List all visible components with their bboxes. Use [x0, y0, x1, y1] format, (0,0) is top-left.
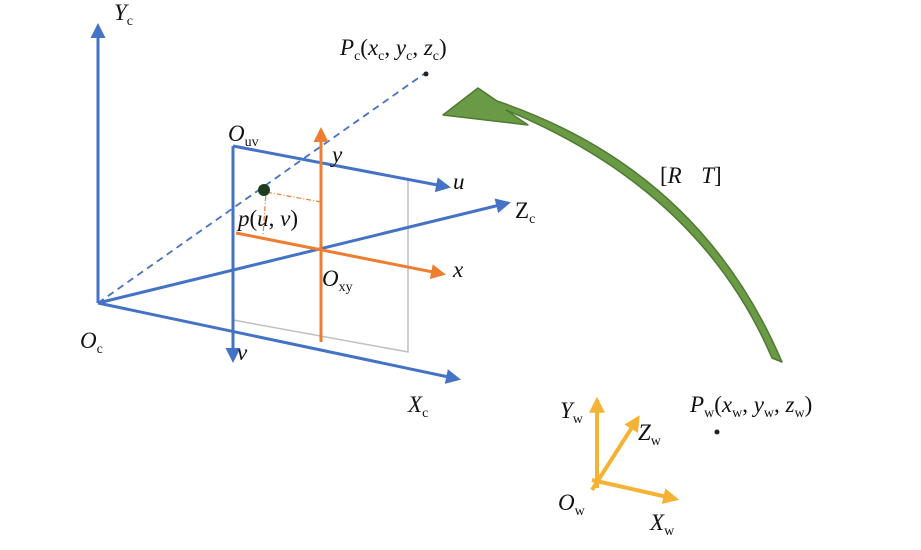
label-v: v	[237, 340, 248, 365]
label-zc: Zc	[515, 198, 535, 227]
transform-arrow	[442, 87, 783, 363]
xw-axis	[591, 478, 680, 504]
x-axis	[235, 231, 446, 280]
label-pc: Pc(xc, yc, zc)	[339, 35, 447, 64]
point-pc	[423, 71, 429, 77]
projection-ray	[97, 73, 425, 304]
label-rt: [R T]	[660, 163, 722, 188]
label-oc: Oc	[80, 328, 103, 357]
label-pw: Pw(xw, yw, zw)	[689, 392, 812, 421]
image-point	[258, 184, 270, 196]
point-pw	[714, 429, 720, 435]
u-axis	[232, 144, 451, 193]
label-p: p(u, v)	[236, 206, 298, 231]
label-xc: Xc	[407, 392, 428, 421]
label-zw: Zw	[638, 420, 662, 449]
label-xw: Xw	[649, 510, 675, 539]
xc-axis	[97, 301, 461, 384]
label-oxy: Oxy	[322, 266, 353, 295]
zc-axis	[97, 198, 511, 305]
label-yc: Yc	[114, 0, 133, 29]
label-yw: Yw	[560, 398, 584, 427]
label-ouv: Ouv	[228, 121, 259, 150]
label-u: u	[453, 169, 465, 194]
label-y: y	[330, 142, 343, 167]
image-plane-frame	[232, 180, 409, 353]
label-ow: Ow	[558, 490, 586, 519]
zw-axis	[590, 415, 640, 492]
label-x: x	[452, 257, 464, 282]
